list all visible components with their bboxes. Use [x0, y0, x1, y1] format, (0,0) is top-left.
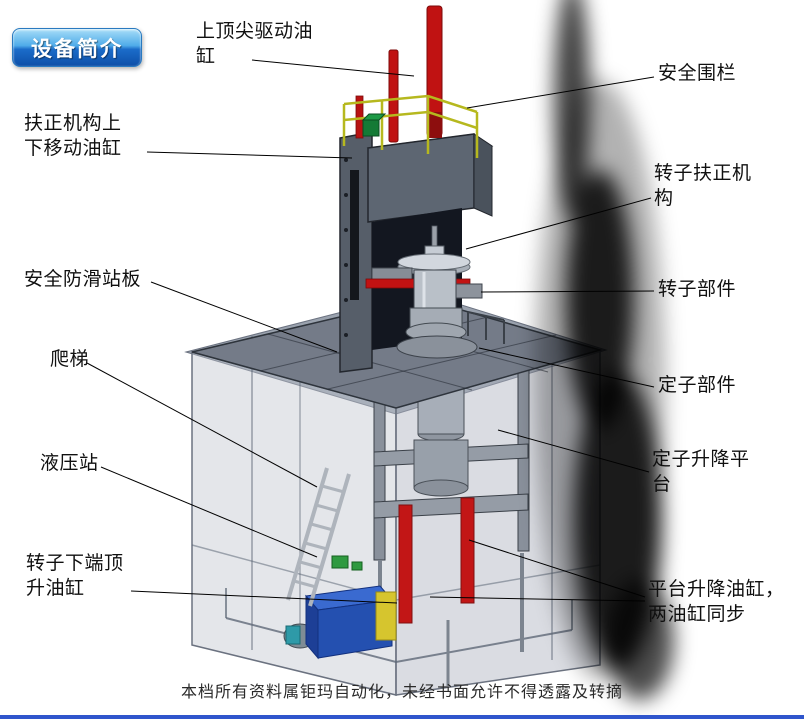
label-hydraulic-station: 液压站	[40, 453, 99, 474]
label-rotor-part: 转子部件	[658, 279, 737, 300]
rotor-assembly	[365, 225, 483, 359]
lower-lift-cylinders	[398, 497, 475, 624]
ladder-graphic	[286, 467, 351, 607]
label-rotor-bottom-jack: 转子下端顶升油缸	[26, 553, 124, 599]
label-rotor-centering-mech: 转子扶正机构	[654, 163, 752, 209]
top-drive-cylinders	[355, 5, 443, 143]
label-anti-slip-platform: 安全防滑站板	[24, 269, 142, 290]
leader-lines	[86, 59, 655, 604]
bottom-divider	[0, 715, 804, 719]
hydraulic-station-graphic	[283, 555, 397, 660]
label-ladder: 爬梯	[50, 349, 90, 370]
label-centering-lift-cylinder: 扶正机构上下移动油缸	[24, 113, 122, 159]
title-badge: 设备简介	[12, 28, 142, 67]
label-stator-part: 定子部件	[658, 375, 737, 396]
deck-green-box	[361, 113, 387, 137]
footer-note: 本档所有资料属钜玛自动化，未经书面允许不得透露及转摘	[180, 684, 623, 701]
label-platform-lift-cylinders: 平台升降油缸，两油缸同步	[648, 579, 785, 625]
label-safety-fence: 安全围栏	[658, 63, 737, 84]
label-stator-lift-platform: 定子升降平台	[652, 449, 750, 495]
label-top-center-cylinder: 上顶尖驱动油缸	[196, 21, 314, 67]
